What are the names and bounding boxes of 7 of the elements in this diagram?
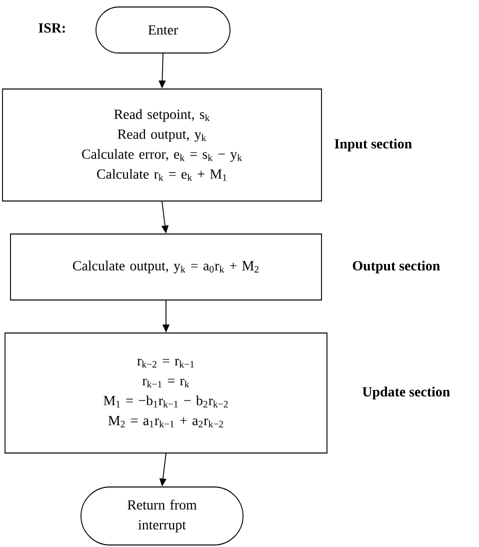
section-label: Input section xyxy=(334,138,412,152)
section-label: Output section xyxy=(352,260,440,274)
side-label: ISR: xyxy=(38,23,65,33)
process-box: Read setpoint, s$_{k}$ Read output, y$_{k}$ Calculate error, e$_{k}$ = s$_{k}$ − y$_{k}$ Calculate r$_{k}$ = e$_{k}$ + M$_{1}$ xyxy=(2,88,322,202)
section-label: Update section xyxy=(362,386,450,400)
process-box: r$_{k−2}$ = r$_{k−1}$ r$_{k−1}$ = r$_{k}$ M$_{1}$ = −b$_{1}$r$_{k−1}$ − b$_{2}$r$_{k−2}$ M$_{2}$ = a$_{1}$r$_{k−1}$ + a$_{2}$r$_{k−2}$ xyxy=(4,332,328,454)
process-box: Calculate output, y$_{k}$ = a$_{0}$r$_{k}$ + M$_{2}$ xyxy=(10,234,322,300)
